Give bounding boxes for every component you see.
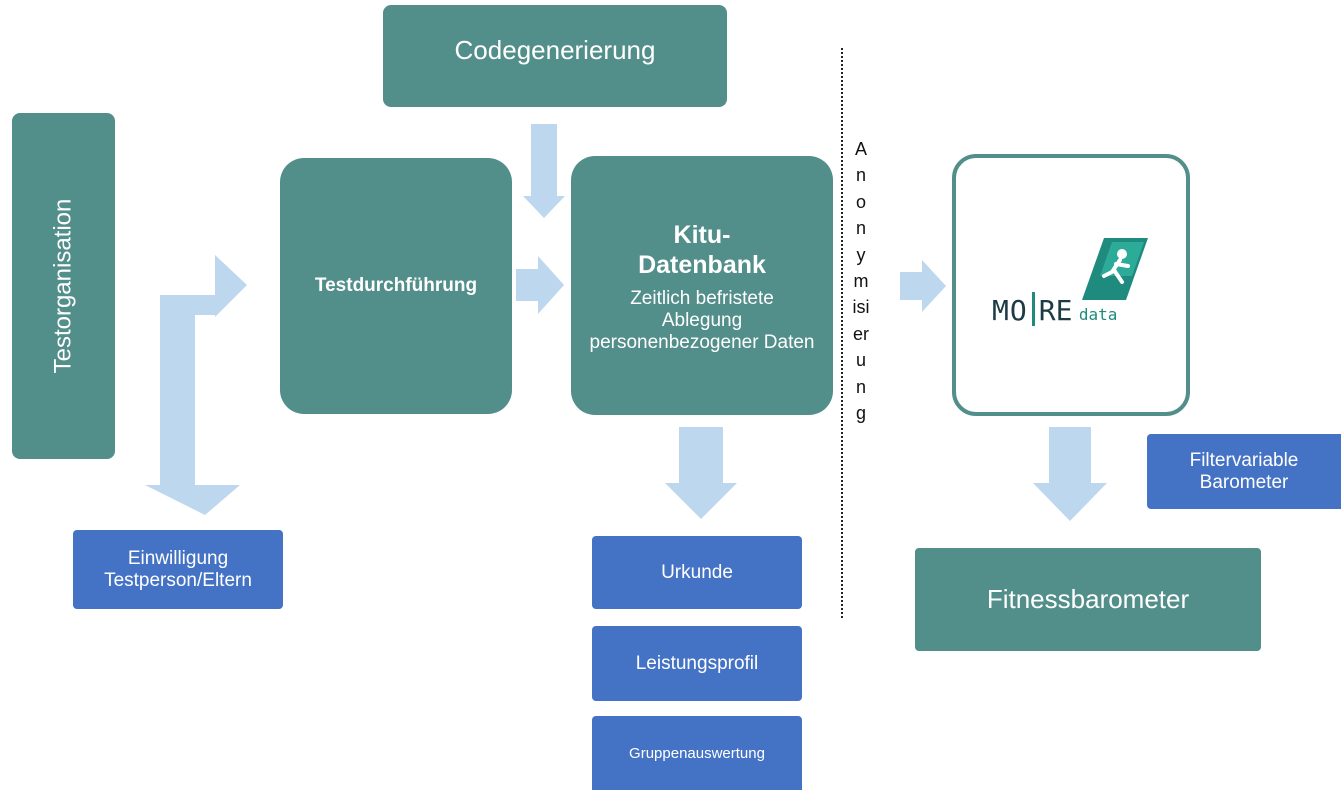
node-testorganisation-label: Testorganisation [49,198,77,374]
logo-text-mo: MO [992,294,1028,327]
arrow-down-kitu [665,427,737,519]
node-gruppenauswertung-label: Gruppenauswertung [629,744,765,762]
node-urkunde: Urkunde [592,536,802,609]
node-urkunde-label: Urkunde [661,561,733,583]
node-leistungsprofil: Leistungsprofil [592,626,802,701]
more-data-logo-text: MO RE data [992,292,1117,327]
node-fitnessbarometer-label: Fitnessbarometer [986,584,1190,614]
node-einwilligung-label: Einwilligung Testperson/Eltern [104,547,252,591]
node-filtervariable-label: Filtervariable Barometer [1189,449,1299,493]
logo-text-data: data [1078,305,1118,324]
node-fitnessbarometer: Fitnessbarometer [915,548,1261,651]
node-leistungsprofil-label: Leistungsprofil [635,652,759,674]
node-kitu-datenbank: Kitu-Datenbank Zeitlich befristete Ableg… [571,156,833,415]
node-kitu-desc: Zeitlich befristete Ablegung personenbez… [589,288,815,353]
node-codegenerierung-label: Codegenerierung [454,35,656,65]
arrow-down-more-data [1033,427,1107,521]
node-filtervariable: Filtervariable Barometer [1147,434,1341,509]
node-testorganisation: Testorganisation [12,113,115,459]
node-codegenerierung: Codegenerierung [383,5,727,107]
node-kitu-title: Kitu-Datenbank [638,221,766,279]
arrow-right-anonymisierung [900,260,946,312]
anonymisierung-label: Anonymisierung [852,139,870,424]
node-einwilligung: Einwilligung Testperson/Eltern [73,530,283,609]
arrow-right-testdurchfuehrung [516,256,564,314]
node-testdurchfuehrung-label: Testdurchführung [314,275,478,296]
logo-text-re: RE [1038,294,1073,327]
more-data-logo-box: MO RE data [952,154,1190,416]
node-testdurchfuehrung: Testdurchführung [280,158,512,414]
running-figure-icon [1082,238,1148,300]
node-gruppenauswertung: Gruppenauswertung [592,716,802,790]
arrow-down-codegenerierung [523,124,565,218]
logo-divider [1031,292,1035,326]
anonymisation-separator [841,48,843,618]
elbow-arrow-up-right [145,255,247,515]
